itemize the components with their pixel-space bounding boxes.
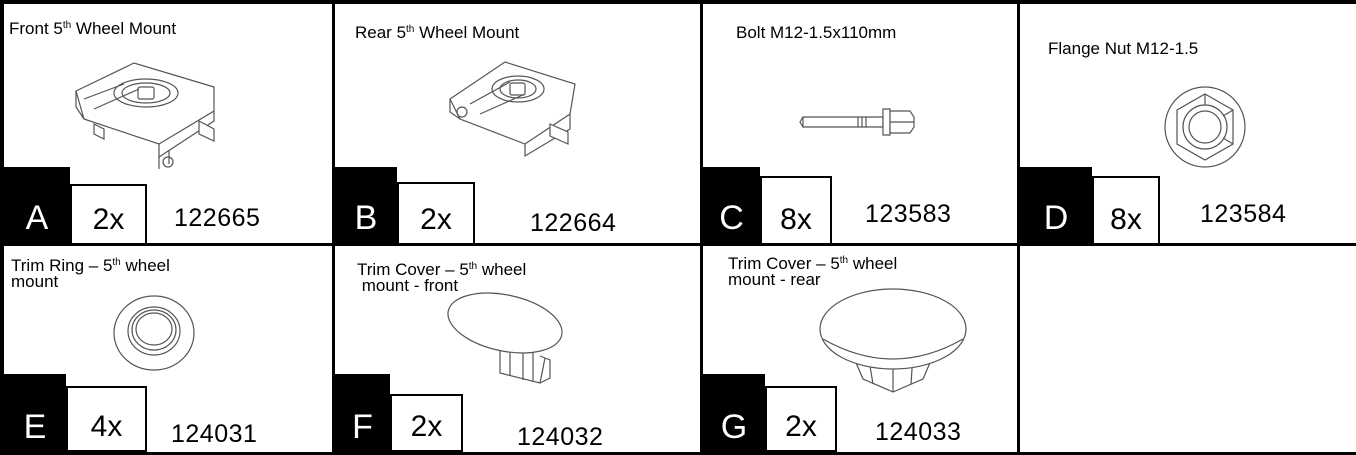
- trim-ring-icon: [109, 291, 199, 381]
- title-text: Bolt M12-1.5x110mm: [736, 23, 897, 42]
- title-text: Trim Cover – 5: [728, 254, 840, 273]
- part-cell-d: Flange Nut M12-1.5 D 8x 123584: [1020, 4, 1356, 245]
- empty-cell: [1020, 246, 1356, 452]
- table-left-border: [0, 0, 4, 455]
- part-title: Rear 5th Wheel Mount: [355, 24, 519, 42]
- title-text: wheel: [477, 260, 527, 279]
- quantity-box: 2x: [765, 386, 837, 452]
- part-cell-e: Trim Ring – 5th wheel mount E 4x 124031: [4, 246, 332, 452]
- part-title: Trim Cover – 5th wheel mount - front: [357, 260, 527, 295]
- title-superscript: th: [406, 24, 415, 35]
- rear-5th-wheel-mount-icon: [440, 44, 590, 174]
- part-number: 122664: [530, 209, 617, 237]
- part-number: 124033: [875, 418, 962, 446]
- title-text: mount: [11, 272, 59, 291]
- quantity-box: 2x: [397, 182, 475, 245]
- column-divider: [700, 4, 703, 455]
- part-number: 122665: [174, 204, 261, 232]
- quantity-box: 4x: [66, 386, 147, 452]
- quantity-box: 2x: [390, 394, 463, 452]
- quantity-box: 8x: [760, 176, 832, 245]
- title-text: Wheel Mount: [71, 19, 177, 38]
- part-number: 123583: [865, 200, 952, 228]
- part-title: Trim Ring – 5th wheel mount: [11, 256, 170, 291]
- title-text: Wheel Mount: [414, 23, 520, 42]
- title-text: mount - rear: [728, 270, 821, 289]
- part-title: Flange Nut M12-1.5: [1048, 40, 1198, 58]
- part-title: Front 5th Wheel Mount: [9, 20, 176, 38]
- part-number: 123584: [1200, 200, 1287, 228]
- part-cell-g: Trim Cover – 5th wheel mount - rear G 2x…: [703, 246, 1017, 452]
- table-row-divider: [0, 243, 1356, 246]
- title-text: Trim Ring – 5: [11, 256, 113, 275]
- title-text: wheel: [120, 256, 170, 275]
- title-text: Front 5: [9, 19, 63, 38]
- title-superscript: th: [839, 255, 849, 266]
- column-divider: [332, 4, 335, 455]
- title-text: Trim Cover – 5: [357, 260, 469, 279]
- trim-cover-front-icon: [445, 288, 575, 393]
- part-title: Trim Cover – 5th wheel mount - rear: [728, 254, 898, 289]
- part-letter: B: [335, 167, 397, 243]
- part-number: 124032: [517, 423, 604, 451]
- flange-nut-icon: [1160, 82, 1250, 177]
- table-top-border: [0, 0, 1356, 4]
- part-cell-b: Rear 5th Wheel Mount B 2x 122664: [335, 4, 700, 245]
- column-divider: [1017, 4, 1020, 455]
- part-letter: C: [703, 167, 760, 243]
- title-superscript: th: [468, 261, 478, 272]
- title-text: Rear 5: [355, 23, 407, 42]
- bolt-icon: [798, 99, 928, 154]
- quantity-box: 8x: [1092, 176, 1160, 245]
- part-cell-c: Bolt M12-1.5x110mm C 8x 123583: [703, 4, 1017, 245]
- title-text: Flange Nut M12-1.5: [1048, 39, 1199, 58]
- part-cell-a: Front 5th Wheel Mount A 2x 122665: [4, 4, 332, 245]
- part-letter: F: [335, 374, 390, 452]
- part-title: Bolt M12-1.5x110mm: [736, 24, 896, 42]
- trim-cover-rear-icon: [813, 284, 973, 404]
- part-cell-f: Trim Cover – 5th wheel mount - front F 2…: [335, 246, 700, 452]
- quantity-box: 2x: [70, 184, 147, 245]
- part-letter: A: [4, 167, 70, 243]
- part-letter: E: [4, 374, 66, 452]
- title-text: mount - front: [357, 276, 459, 295]
- table-bottom-border: [0, 452, 1356, 455]
- front-5th-wheel-mount-icon: [64, 49, 234, 179]
- title-superscript: th: [62, 20, 72, 31]
- title-text: wheel: [848, 254, 898, 273]
- part-letter: G: [703, 374, 765, 452]
- part-letter: D: [1020, 167, 1092, 243]
- part-number: 124031: [171, 420, 258, 448]
- title-superscript: th: [112, 257, 121, 268]
